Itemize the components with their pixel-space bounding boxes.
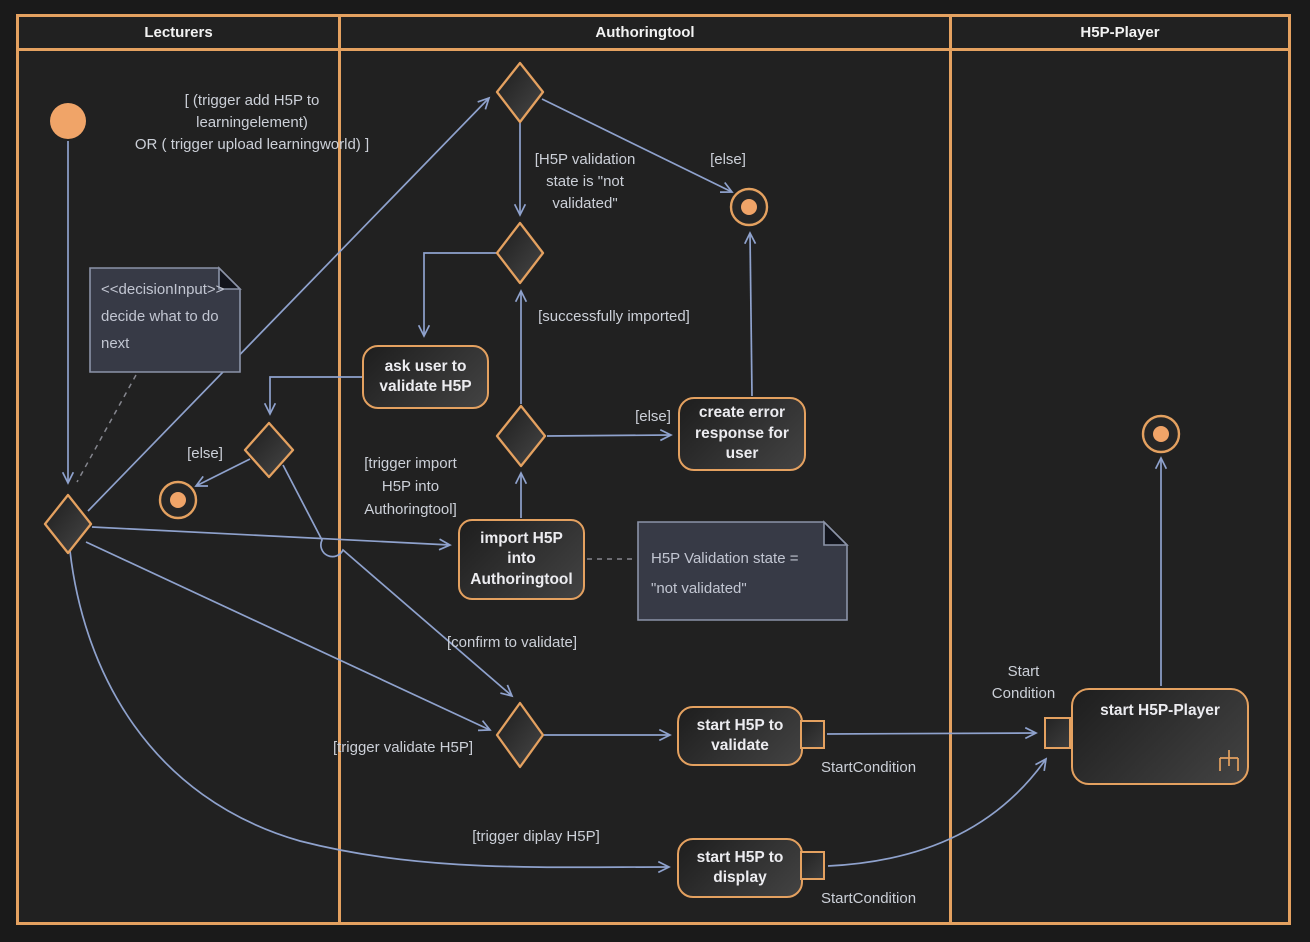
decision-confirm-diamond xyxy=(495,701,545,769)
decision-validation-state-diamond xyxy=(495,221,545,285)
guard-trigger-add-or-upload: [ (trigger add H5P to learningelement) O… xyxy=(134,92,370,153)
edge-validation-diamond-to-ask-user xyxy=(417,252,497,338)
decision-import-result-diamond xyxy=(495,404,547,468)
note-validation-state-text: H5P Validation state = "not validated" xyxy=(651,550,799,597)
edge-decision-to-confirm-diamond xyxy=(85,541,492,732)
lane-header-h5p-player: H5P-Player xyxy=(952,17,1288,51)
edge-ask-user-to-else-diamond xyxy=(263,376,362,416)
final-node-player-dot xyxy=(1153,426,1169,442)
guard-confirm-to-validate: [confirm to validate] xyxy=(446,634,578,651)
edge-decision-to-display-curve xyxy=(69,550,671,874)
guard-trigger-import: [trigger import H5P into Authoringtool] xyxy=(364,455,457,518)
lane-authoringtool: Authoringtool xyxy=(341,17,952,922)
note-validation-state xyxy=(637,521,848,621)
activity-start-h5p-to-validate: start H5P to validate xyxy=(677,706,803,766)
pin-start-condition-player xyxy=(1044,717,1071,749)
lane-lecturers: Lecturers xyxy=(19,17,341,922)
guard-else-import-result: [else] xyxy=(635,408,671,425)
guard-successfully-imported: [successfully imported] xyxy=(538,308,690,325)
guard-h5p-validation-state: [H5P validation state is "not validated" xyxy=(534,151,636,212)
label-start-condition-display: StartCondition xyxy=(821,890,917,907)
edge-note-to-decision-dashed xyxy=(76,374,137,483)
lane-h5p-player: H5P-Player xyxy=(952,17,1288,922)
label-start-condition-player: Start Condition xyxy=(991,663,1056,702)
start-node xyxy=(50,103,86,139)
edge-validate-pin-to-player-pin xyxy=(826,726,1038,740)
activity-start-h5p-to-display: start H5P to display xyxy=(677,838,803,898)
activity-import-h5p: import H5P into Authoringtool xyxy=(458,519,585,600)
pin-start-condition-display xyxy=(800,851,825,880)
edge-import-diamond-to-error xyxy=(546,428,673,442)
edge-trigger-diamond-to-final-else xyxy=(541,98,734,193)
note-validation-state-fold-icon xyxy=(823,520,849,546)
activity-ask-user-to-validate: ask user to validate H5P xyxy=(362,345,489,409)
edge-display-pin-to-player-pin xyxy=(827,757,1048,867)
note-decision-input-fold-icon xyxy=(218,266,242,290)
label-start-condition-validate: StartCondition xyxy=(821,759,917,776)
lane-header-lecturers: Lecturers xyxy=(19,17,338,51)
final-node-else-dot xyxy=(170,492,186,508)
edge-decision-to-import xyxy=(91,526,452,551)
edge-decision-to-trigger-diamond xyxy=(87,96,491,512)
edge-else-diamond-to-confirm-diamond xyxy=(282,464,514,698)
guard-else-top: [else] xyxy=(710,151,746,168)
guard-trigger-validate: [trigger validate H5P] xyxy=(332,739,474,756)
note-decision-input xyxy=(89,267,241,373)
guard-trigger-display: [trigger diplay H5P] xyxy=(472,828,600,845)
rake-icon xyxy=(1216,747,1242,780)
activity-create-error-response: create error response for user xyxy=(678,397,806,471)
note-decision-input-text: <<decisionInput>> decide what to do next xyxy=(101,281,225,352)
decision-else-diamond xyxy=(243,421,295,479)
decision-trigger-diamond xyxy=(495,61,545,124)
guard-else-decision: [else] xyxy=(187,445,223,462)
decision-main-diamond xyxy=(43,493,93,555)
lane-header-authoringtool: Authoringtool xyxy=(341,17,949,51)
edge-error-to-final xyxy=(744,231,757,397)
edge-else-diamond-to-final xyxy=(194,458,251,487)
final-node-top-dot xyxy=(741,199,757,215)
pin-start-condition-validate xyxy=(800,720,825,749)
